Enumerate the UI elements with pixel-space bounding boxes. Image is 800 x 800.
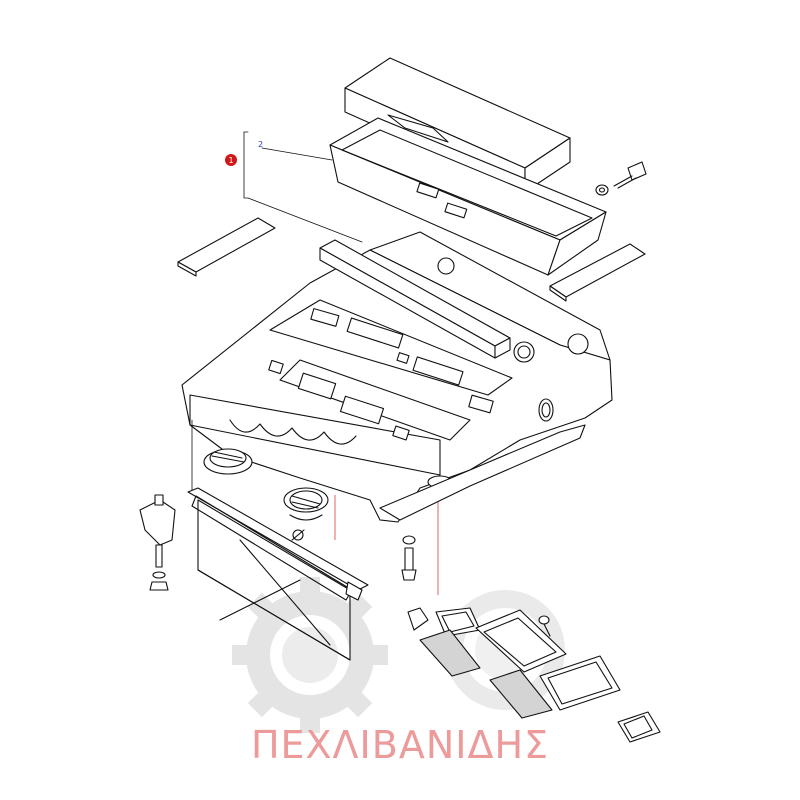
bracket-left: [139, 494, 176, 591]
louver-vent-left: [203, 448, 253, 475]
filter-tray: [329, 117, 607, 276]
watermark-text: ΠΕΧΛΙΒΑΝΙΔΗΣ: [250, 723, 550, 767]
screw-small-right: [538, 615, 551, 637]
screw-upper-right: [595, 161, 647, 196]
cover-panel: [187, 487, 369, 661]
callout-1-label: 1: [228, 156, 233, 165]
strip-right: [549, 243, 646, 302]
mesh-screen-2: [489, 669, 553, 719]
gasket-frame-4: [617, 711, 661, 743]
gasket-frame-3: [539, 655, 621, 711]
gasket-frame-2: [475, 609, 567, 673]
callout-2-label: 2: [258, 140, 263, 149]
mesh-screen-1: [419, 629, 481, 677]
strip-left: [177, 217, 276, 277]
watermark-gear-left: [232, 577, 388, 733]
bolt-center: [401, 535, 417, 581]
housing-slots: [268, 308, 494, 441]
roof-housing: [181, 231, 613, 523]
watermark-pole: [334, 495, 439, 595]
foam-bar-center: [319, 239, 511, 359]
leader-lines: [191, 131, 363, 491]
louver-vent-center: [283, 487, 329, 541]
callout-1: 1: [225, 154, 237, 166]
callout-2: 2: [258, 140, 263, 149]
clip-right: [407, 607, 429, 631]
